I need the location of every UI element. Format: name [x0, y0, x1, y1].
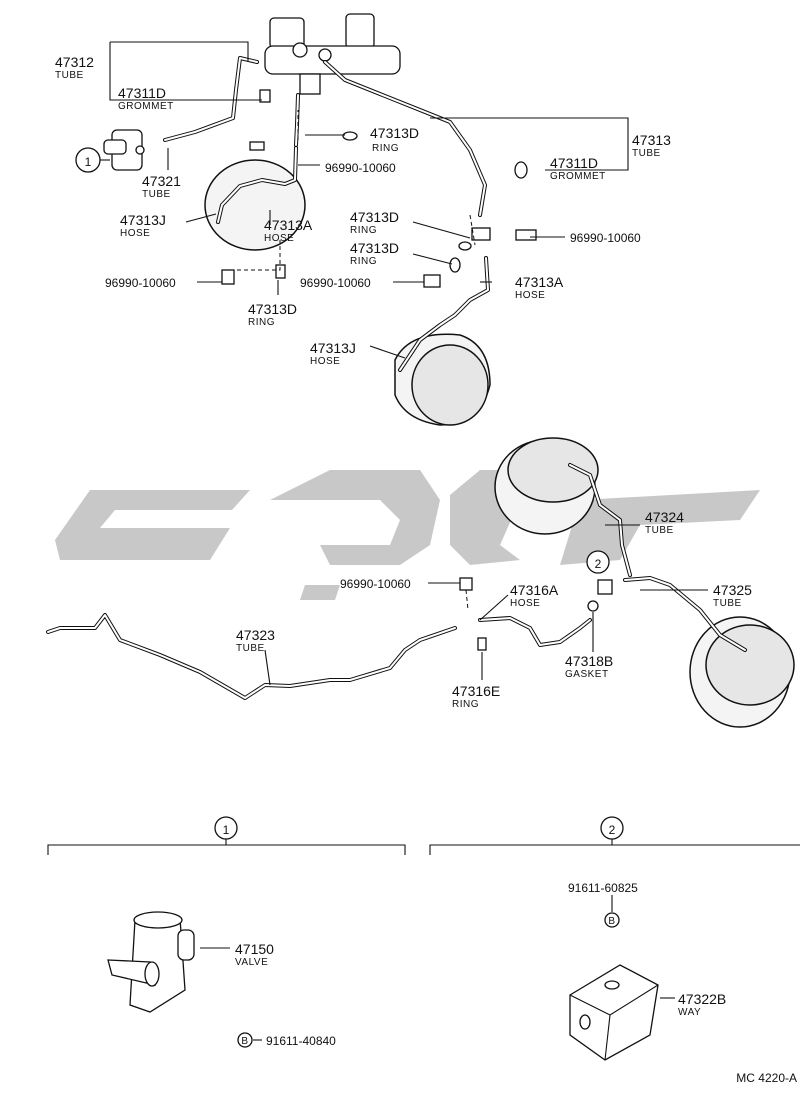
- label-47322B-desc: WAY: [678, 1007, 701, 1018]
- front-brake-tubes: [163, 56, 487, 217]
- label-47313D-b-pn: 47313D: [350, 209, 399, 225]
- rear-brake-tubes: [46, 463, 747, 700]
- part-labels: 47312 TUBE 47311D GROMMET 47313D RING 47…: [55, 54, 797, 1085]
- label-47313D-d-desc: RING: [248, 317, 275, 328]
- label-47311D-a-pn: 47311D: [118, 85, 166, 101]
- label-47313D-b-desc: RING: [350, 225, 377, 236]
- label-47324-pn: 47324: [645, 509, 684, 525]
- label-47313J-a-pn: 47313J: [120, 212, 166, 228]
- label-47316E-pn: 47316E: [452, 683, 500, 699]
- bolt-symbol-2-label: B: [608, 916, 615, 927]
- leader-lines-top: [109, 41, 629, 359]
- callout-1-top-label: 1: [85, 155, 92, 169]
- label-47313J-b-pn: 47313J: [310, 340, 356, 356]
- label-96990-e-pn: 96990-10060: [340, 577, 411, 591]
- label-47313D-c-pn: 47313D: [350, 240, 399, 256]
- label-47311D-a-desc: GROMMET: [118, 101, 174, 112]
- callout-2-mid: 2: [586, 550, 610, 574]
- label-47325-pn: 47325: [713, 582, 752, 598]
- label-47313A-a-desc: HOSE: [264, 233, 294, 244]
- label-47313D-d-pn: 47313D: [248, 301, 297, 317]
- clips-and-rings: [221, 89, 537, 288]
- watermark-logo: [55, 470, 760, 600]
- master-cylinder: [264, 13, 401, 95]
- label-47321-desc: TUBE: [142, 189, 171, 200]
- label-96990-d-pn: 96990-10060: [300, 276, 371, 290]
- label-47325-desc: TUBE: [713, 598, 742, 609]
- detail-brackets: [47, 838, 800, 855]
- label-47312-desc: TUBE: [55, 70, 84, 81]
- label-47311D-b-pn: 47311D: [550, 155, 598, 171]
- label-47318B-desc: GASKET: [565, 669, 609, 680]
- label-47313A-b-pn: 47313A: [515, 274, 564, 290]
- bolt-symbol-1: B: [237, 1032, 262, 1048]
- label-47313D-a-pn: 47313D: [370, 125, 419, 141]
- label-47316A-desc: HOSE: [510, 598, 540, 609]
- callout-2-detail: 2: [600, 816, 624, 840]
- rear-right-brake-drum: [689, 616, 795, 728]
- leader-lines-mid: [264, 524, 708, 686]
- label-bolt2: 91611-60825: [568, 881, 638, 895]
- label-47313J-b-desc: HOSE: [310, 356, 340, 367]
- label-47313A-a-pn: 47313A: [264, 217, 313, 233]
- label-bolt1: 91611-40840: [266, 1034, 336, 1048]
- label-47150-pn: 47150: [235, 941, 274, 957]
- front-right-brake-drum: [394, 256, 491, 426]
- label-47313D-c-desc: RING: [350, 256, 377, 267]
- label-47150-desc: VALVE: [235, 957, 268, 968]
- label-47323-pn: 47323: [236, 627, 275, 643]
- label-47321-pn: 47321: [142, 173, 181, 189]
- label-47322B-pn: 47322B: [678, 991, 726, 1007]
- callout-1-detail-label: 1: [223, 823, 230, 837]
- label-47313J-a-desc: HOSE: [120, 228, 150, 239]
- way-block-detail: [569, 895, 675, 1061]
- valve-detail: [107, 911, 230, 1013]
- label-96990-a-pn: 96990-10060: [325, 161, 396, 175]
- label-47313D-a-desc: RING: [372, 143, 399, 154]
- label-47318B-pn: 47318B: [565, 653, 613, 669]
- label-47316E-desc: RING: [452, 699, 479, 710]
- callout-2-mid-label: 2: [595, 557, 602, 571]
- front-left-brake-drum: [204, 146, 306, 251]
- label-96990-c-pn: 96990-10060: [105, 276, 176, 290]
- label-47316A-pn: 47316A: [510, 582, 559, 598]
- label-47312-pn: 47312: [55, 54, 94, 70]
- bolt-symbol-2: B: [604, 912, 620, 928]
- valve-small: [103, 129, 145, 171]
- label-47323-desc: TUBE: [236, 643, 265, 654]
- label-47313-desc: TUBE: [632, 148, 661, 159]
- callout-1-top: 1: [75, 147, 110, 173]
- label-47313A-b-desc: HOSE: [515, 290, 545, 301]
- callout-1-detail: 1: [214, 816, 238, 840]
- label-47311D-b-desc: GROMMET: [550, 171, 606, 182]
- callout-2-detail-label: 2: [609, 823, 616, 837]
- bolt-symbol-1-label: B: [241, 1036, 248, 1047]
- label-96990-b-pn: 96990-10060: [570, 231, 641, 245]
- label-47313-pn: 47313: [632, 132, 671, 148]
- rear-fittings: [459, 577, 613, 651]
- diagram-code: MC 4220-A: [736, 1071, 797, 1085]
- label-47324-desc: TUBE: [645, 525, 674, 536]
